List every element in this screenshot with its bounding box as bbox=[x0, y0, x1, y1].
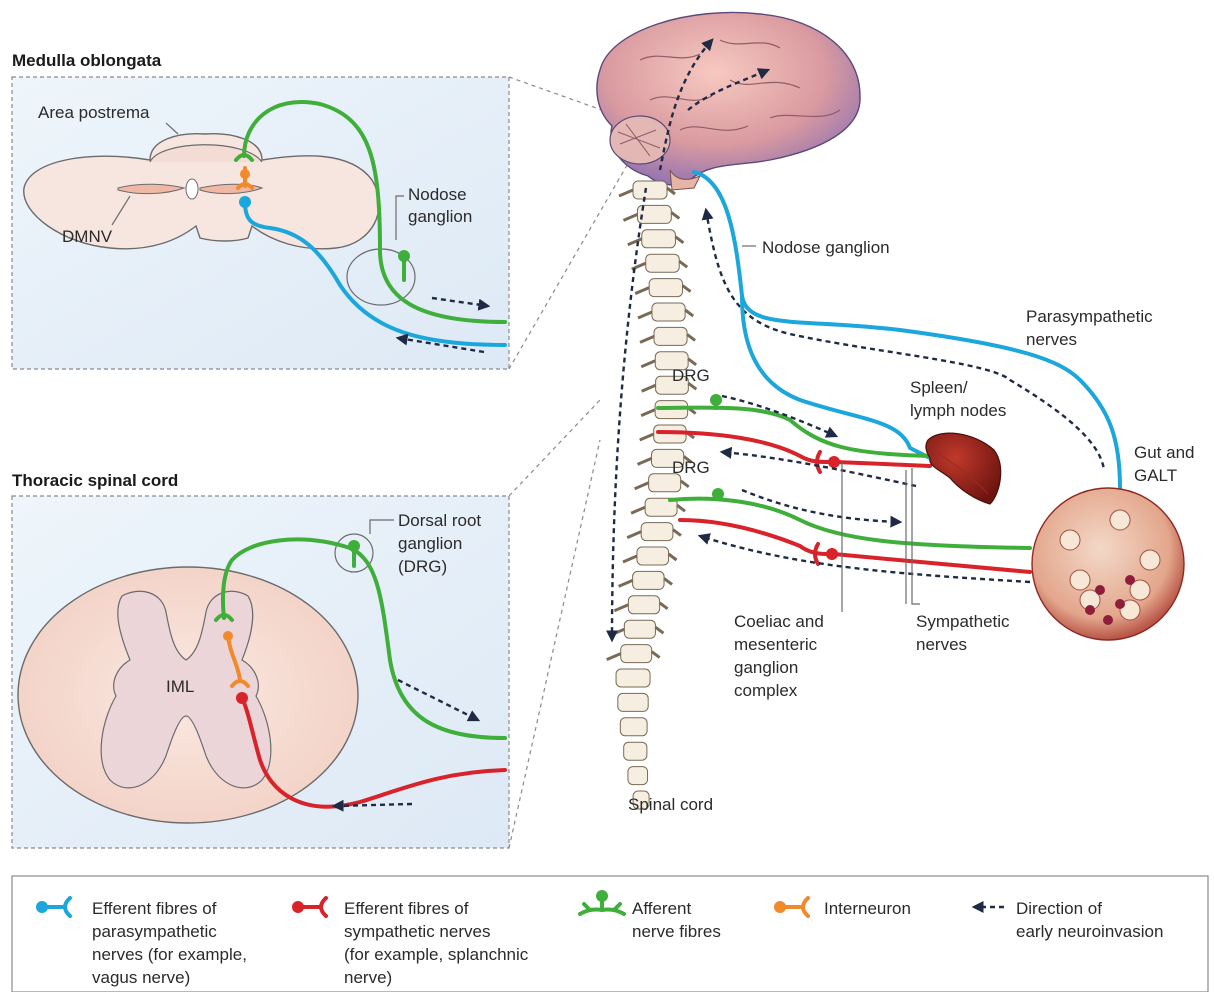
gut-loop bbox=[1110, 510, 1130, 530]
lymphoid-follicle bbox=[1085, 605, 1095, 615]
legend-parasympathetic-line4: vagus nerve) bbox=[92, 968, 190, 987]
vertebra bbox=[646, 254, 680, 272]
thoracic-panel: Thoracic spinal cord IML Dorsal root gan… bbox=[12, 471, 509, 848]
gut-icon bbox=[1032, 488, 1184, 640]
brain-icon bbox=[597, 12, 860, 190]
legend-afferent-line2: nerve fibres bbox=[632, 922, 721, 941]
nodose-ganglion-label-line2: ganglion bbox=[408, 207, 472, 226]
gut-label-line1: Gut and bbox=[1134, 443, 1195, 462]
area-postrema-label: Area postrema bbox=[38, 103, 150, 122]
dmnv-label: DMNV bbox=[62, 227, 113, 246]
vertebra bbox=[641, 523, 673, 541]
legend-afferent-line1: Afferent bbox=[632, 899, 692, 918]
nodose-ganglion-label-line1: Nodose bbox=[408, 185, 467, 204]
spleen-label-line2: lymph nodes bbox=[910, 401, 1006, 420]
sympathetic-label-line1: Sympathetic bbox=[916, 612, 1010, 631]
vertebra bbox=[624, 742, 647, 760]
vertebra bbox=[654, 327, 687, 345]
sympathetic-label-line2: nerves bbox=[916, 635, 967, 654]
lymphoid-follicle bbox=[1095, 585, 1105, 595]
drg-label-line1: Dorsal root bbox=[398, 511, 481, 530]
legend-parasympathetic-line1: Efferent fibres of bbox=[92, 899, 217, 918]
vertebra bbox=[618, 693, 648, 711]
coeliac-label-line2: mesenteric bbox=[734, 635, 818, 654]
legend-direction-line1: Direction of bbox=[1016, 899, 1102, 918]
medulla-title: Medulla oblongata bbox=[12, 51, 162, 70]
drg-label-line3: (DRG) bbox=[398, 557, 447, 576]
lymphoid-follicle bbox=[1103, 615, 1113, 625]
parasympathetic-label-line1: Parasympathetic bbox=[1026, 307, 1153, 326]
vertebra bbox=[616, 669, 650, 687]
legend-interneuron-line1: Interneuron bbox=[824, 899, 911, 918]
spinal-cord-label: Spinal cord bbox=[628, 795, 713, 814]
drg-label-line2: ganglion bbox=[398, 534, 462, 553]
drg-upper-label: DRG bbox=[672, 366, 710, 385]
vertebra bbox=[637, 547, 669, 565]
legend-sympathetic-line4: nerve) bbox=[344, 968, 392, 987]
gut-loop bbox=[1060, 530, 1080, 550]
legend-parasympathetic-line3: nerves (for example, bbox=[92, 945, 247, 964]
lymphoid-follicle bbox=[1125, 575, 1135, 585]
vertebra bbox=[620, 718, 647, 736]
legend-sympathetic-line1: Efferent fibres of bbox=[344, 899, 469, 918]
thoracic-title: Thoracic spinal cord bbox=[12, 471, 178, 490]
parasympathetic-label-line2: nerves bbox=[1026, 330, 1077, 349]
lymphoid-follicle bbox=[1115, 599, 1125, 609]
gut-loop bbox=[1140, 550, 1160, 570]
iml-label: IML bbox=[166, 677, 194, 696]
gut-loop bbox=[1070, 570, 1090, 590]
vertebra bbox=[633, 181, 667, 199]
sympathetic-fibre-lower bbox=[680, 520, 826, 554]
legend-sympathetic-line3: (for example, splanchnic bbox=[344, 945, 529, 964]
vertebra bbox=[649, 279, 682, 297]
legend-parasympathetic-line2: parasympathetic bbox=[92, 922, 217, 941]
coeliac-label-line1: Coeliac and bbox=[734, 612, 824, 631]
vertebra bbox=[652, 303, 685, 321]
vertebra bbox=[642, 230, 676, 248]
coeliac-label-line3: ganglion bbox=[734, 658, 798, 677]
vertebra bbox=[624, 620, 655, 638]
gut-label-line2: GALT bbox=[1134, 466, 1177, 485]
vertebra bbox=[628, 596, 659, 614]
legend-sympathetic-line2: sympathetic nerves bbox=[344, 922, 490, 941]
vertebra bbox=[621, 645, 652, 663]
spine-icon bbox=[607, 181, 697, 809]
legend-direction-line2: early neuroinvasion bbox=[1016, 922, 1163, 941]
vertebra bbox=[633, 571, 664, 589]
coeliac-label-line4: complex bbox=[734, 681, 798, 700]
spleen-icon bbox=[926, 433, 1001, 504]
vertebra bbox=[628, 767, 648, 785]
drg-lower-label: DRG bbox=[672, 458, 710, 477]
legend: Efferent fibres of parasympathetic nerve… bbox=[12, 876, 1208, 992]
nodose-ganglion-main-label: Nodose ganglion bbox=[762, 238, 890, 257]
spleen-label-line1: Spleen/ bbox=[910, 378, 968, 397]
medulla-panel: Medulla oblongata Area postrema DMNV Nod… bbox=[12, 51, 509, 369]
